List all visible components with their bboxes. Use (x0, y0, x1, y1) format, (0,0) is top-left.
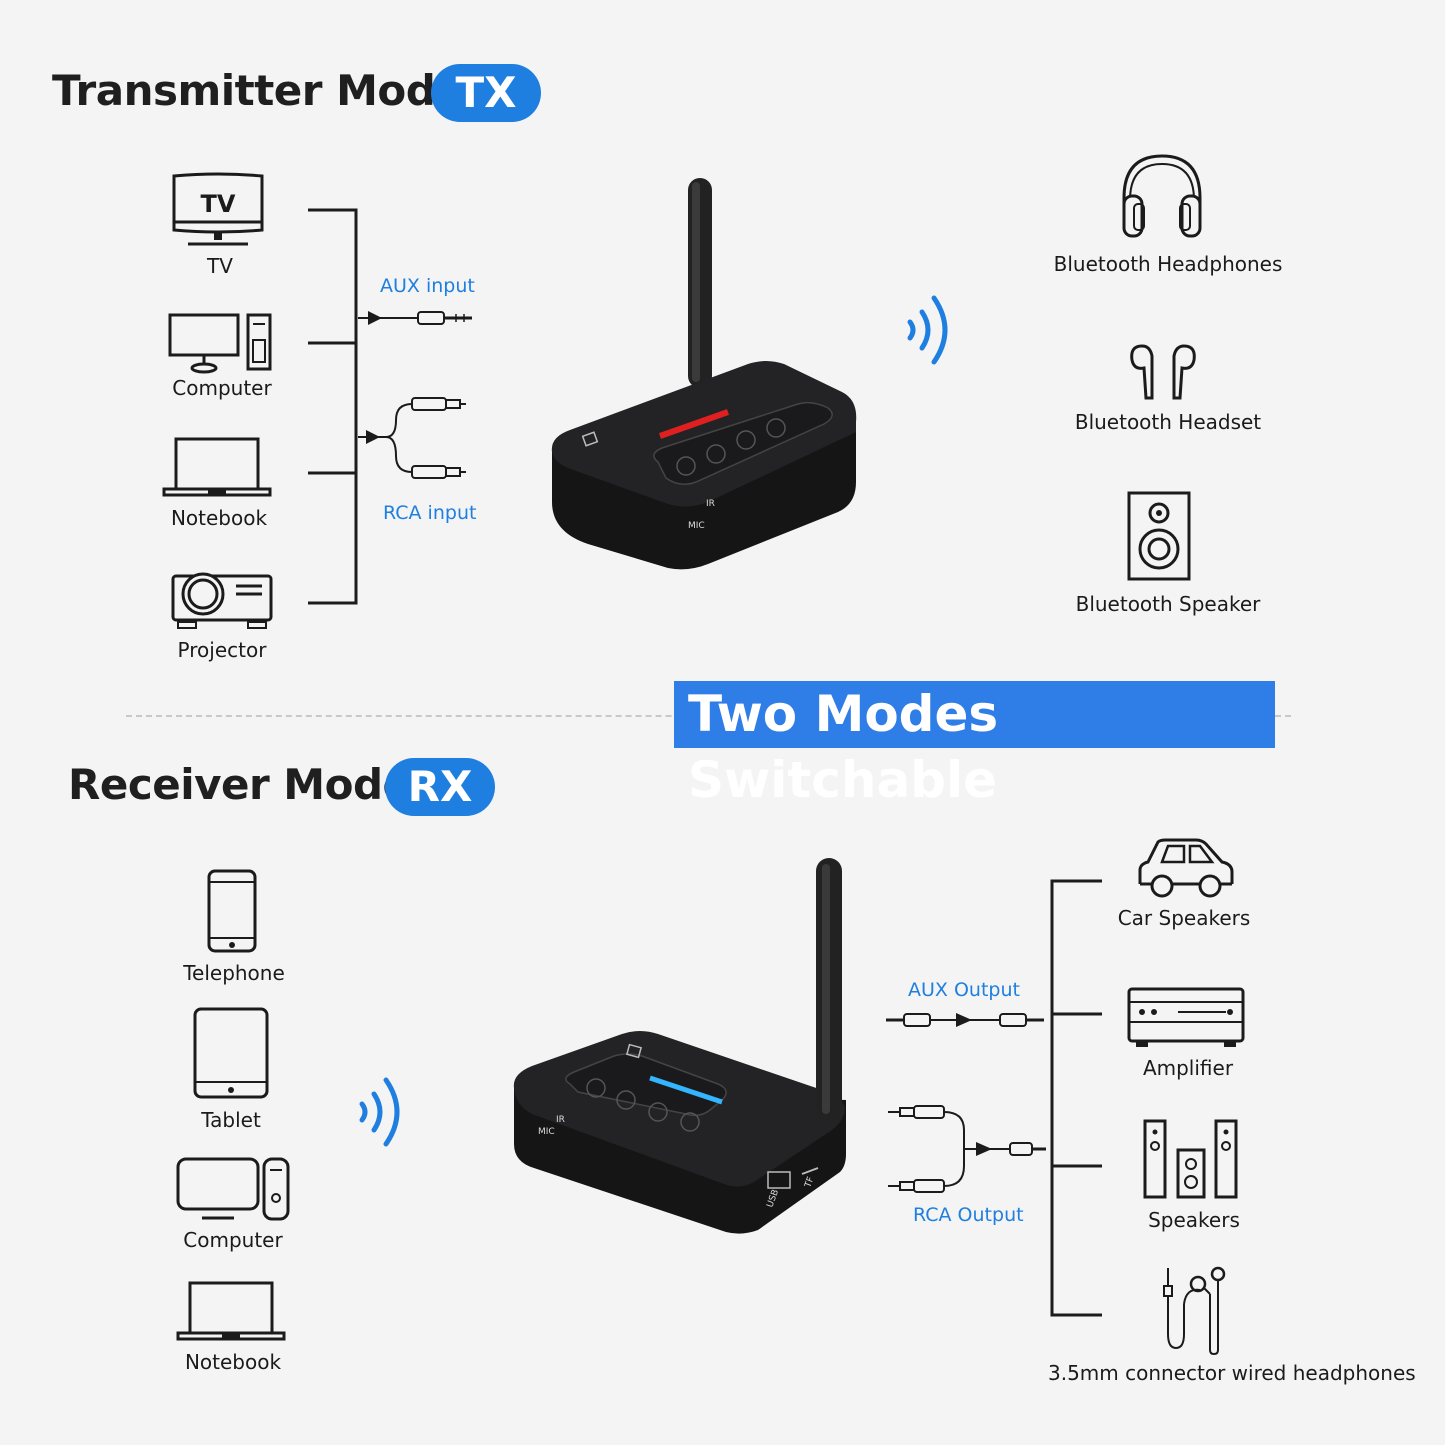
rca-cable-icon (888, 1105, 1046, 1193)
speakers-icon (1143, 1119, 1238, 1199)
rx-title: Receiver Mode (68, 760, 411, 809)
rx-connection-bracket (1050, 879, 1102, 1317)
tx-output-headphones-label: Bluetooth Headphones (1053, 252, 1283, 276)
tv-icon: TV (172, 172, 264, 246)
wired-earphones-icon (1163, 1266, 1226, 1356)
amplifier-icon (1127, 987, 1245, 1047)
car-icon (1138, 838, 1234, 898)
tx-source-projector-label: Projector (177, 638, 267, 662)
notebook-icon (176, 1281, 286, 1341)
rx-device-tf-label: TF (803, 1176, 816, 1190)
rx-output-speakers-label: Speakers (1148, 1208, 1240, 1232)
headphones-icon (1122, 154, 1202, 238)
rx-source-tablet-label: Tablet (201, 1108, 261, 1132)
tx-output-headset-label: Bluetooth Headset (1074, 410, 1262, 434)
rx-output-amplifier-label: Amplifier (1142, 1056, 1234, 1080)
rx-source-telephone-label: Telephone (183, 961, 285, 985)
usb-port (767, 1171, 791, 1189)
speaker-icon (1127, 491, 1191, 581)
rx-aux-label: AUX Output (908, 979, 1020, 1001)
tx-source-notebook-label: Notebook (170, 506, 268, 530)
computer-icon (168, 313, 272, 374)
rx-source-notebook-label: Notebook (184, 1350, 282, 1374)
aux-cable-icon (886, 1013, 1044, 1027)
rx-source-computer-label: Computer (183, 1228, 283, 1252)
tx-source-tv-label: TV (207, 254, 233, 278)
tx-badge: TX (431, 64, 541, 122)
tx-output-speaker-label: Bluetooth Speaker (1075, 592, 1261, 616)
rca-cable-icon (358, 397, 466, 479)
rx-rca-label: RCA Output (913, 1204, 1024, 1226)
rx-badge: RX (385, 758, 495, 816)
tv-screen-text: TV (201, 190, 236, 218)
tx-title: Transmitter Mode (52, 66, 464, 115)
tx-signal-icon (907, 295, 948, 365)
tx-bluetooth-device: MIC IR (551, 178, 857, 570)
rx-device-mic-label: MIC (538, 1127, 555, 1137)
tx-device-ir-label: IR (706, 499, 715, 509)
notebook-icon (162, 437, 272, 497)
rx-output-wired-headphones-label: 3.5mm connector wired headphones (1048, 1361, 1416, 1385)
tx-connection-bracket (308, 208, 358, 605)
tx-source-computer-label: Computer (172, 376, 272, 400)
computer-icon (176, 1157, 290, 1221)
rx-device-ir-label: IR (556, 1115, 565, 1125)
rx-bluetooth-device: MIC IR USB TF (513, 858, 846, 1234)
projector-icon (171, 572, 273, 629)
telephone-icon (207, 869, 257, 953)
tf-slot (801, 1167, 819, 1175)
tx-rca-label: RCA input (383, 502, 477, 524)
tx-aux-label: AUX input (380, 275, 475, 297)
tablet-icon (193, 1007, 269, 1099)
aux-cable-icon (358, 311, 472, 325)
tx-device-mic-label: MIC (688, 521, 705, 531)
modes-banner: Two Modes Switchable (674, 681, 1275, 809)
earbuds-icon (1130, 344, 1196, 400)
rx-signal-icon (359, 1077, 400, 1147)
rx-output-car-label: Car Speakers (1117, 906, 1251, 930)
